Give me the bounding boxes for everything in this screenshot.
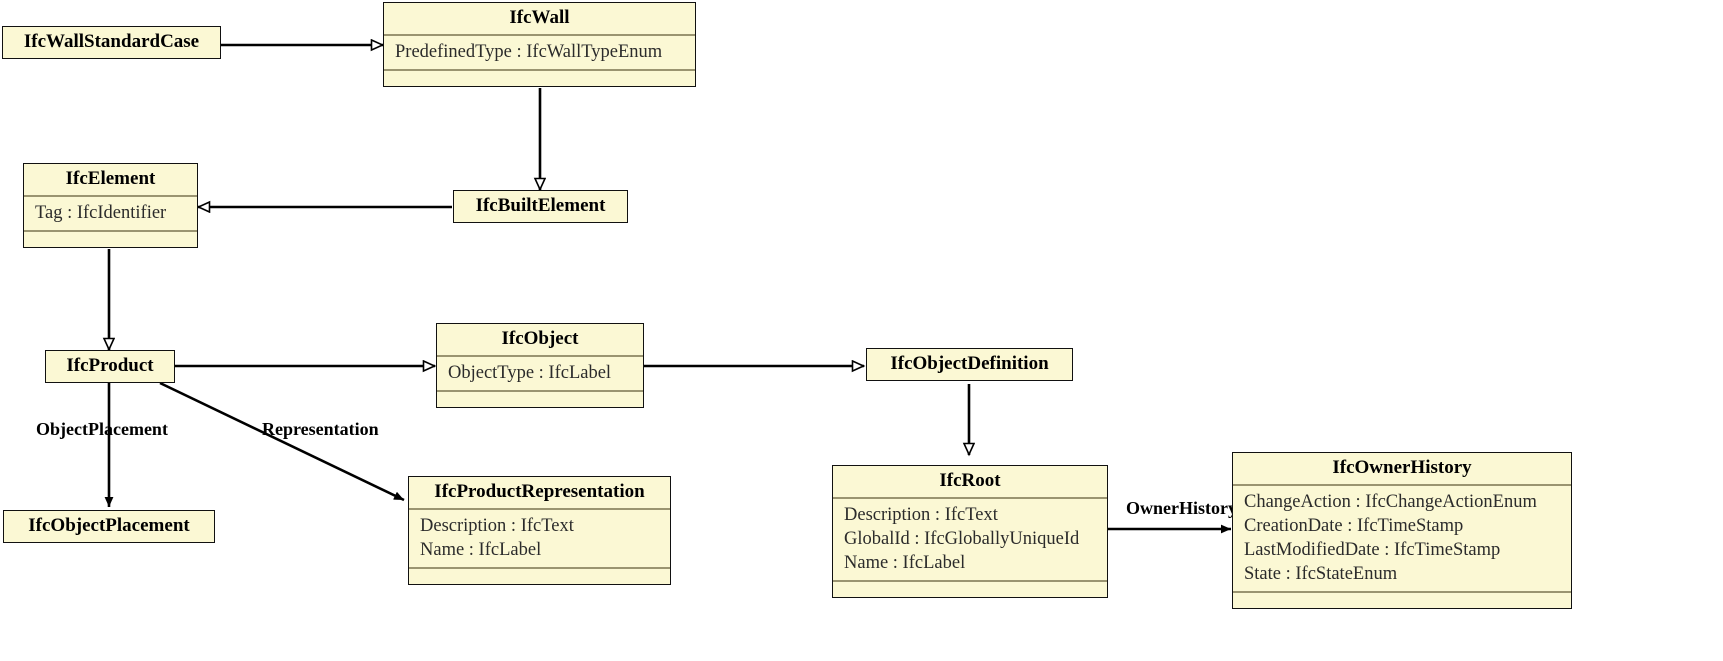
class-operations-ifcwall	[384, 68, 695, 86]
attribute-row: ObjectType : IfcLabel	[448, 362, 612, 383]
class-title-ifcobjectplacement: IfcObjectPlacement	[28, 515, 190, 536]
attribute-row: Name : IfcLabel	[420, 539, 542, 560]
class-title-ifcproduct: IfcProduct	[66, 355, 154, 376]
attribute-row: PredefinedType : IfcWallTypeEnum	[395, 41, 663, 62]
class-attributes-ifcelement: Tag : IfcIdentifier	[24, 194, 197, 230]
class-attributes-ifcwall: PredefinedType : IfcWallTypeEnum	[384, 33, 695, 69]
attribute-row: State : IfcStateEnum	[1244, 564, 1398, 585]
class-attributes-ifcroot: Description : IfcText GlobalId : IfcGlob…	[833, 496, 1107, 580]
class-title-ifcbuiltelement: IfcBuiltElement	[475, 195, 606, 216]
edge-product-to-productrepresentation	[159, 381, 405, 502]
class-box-ifcwallstandardcase[interactable]: IfcWallStandardCase	[2, 26, 221, 59]
class-box-ifcbuiltelement[interactable]: IfcBuiltElement	[453, 190, 628, 223]
edge-label-owner-history: OwnerHistory	[1126, 498, 1237, 518]
class-box-ifcobjectdefinition[interactable]: IfcObjectDefinition	[866, 348, 1073, 381]
class-operations-ifcelement	[24, 229, 197, 247]
class-operations-ifcownerhistory	[1233, 591, 1571, 608]
class-box-ifcobject[interactable]: IfcObject ObjectType : IfcLabel	[436, 323, 644, 408]
class-attributes-ifcproductrepresentation: Description : IfcText Name : IfcLabel	[409, 507, 670, 567]
class-title-ifcelement: IfcElement	[65, 168, 156, 189]
class-attributes-ifcownerhistory: ChangeAction : IfcChangeActionEnum Creat…	[1233, 483, 1571, 591]
edge-label-object-placement: ObjectPlacement	[36, 419, 168, 439]
attribute-row: Name : IfcLabel	[844, 553, 966, 574]
class-title-ifcproductrepresentation: IfcProductRepresentation	[434, 481, 645, 502]
class-box-ifcwall[interactable]: IfcWall PredefinedType : IfcWallTypeEnum	[383, 2, 696, 87]
class-operations-ifcroot	[833, 580, 1107, 597]
class-title-ifcwallstandardcase: IfcWallStandardCase	[23, 31, 200, 52]
attribute-row: GlobalId : IfcGloballyUniqueId	[844, 528, 1080, 549]
attribute-row: ChangeAction : IfcChangeActionEnum	[1244, 491, 1537, 512]
attribute-row: LastModifiedDate : IfcTimeStamp	[1244, 540, 1501, 561]
class-box-ifcownerhistory[interactable]: IfcOwnerHistory ChangeAction : IfcChange…	[1232, 452, 1572, 610]
class-title-ifcobject: IfcObject	[501, 328, 579, 349]
attribute-row: Description : IfcText	[420, 515, 574, 536]
attribute-row: Tag : IfcIdentifier	[35, 202, 167, 223]
class-title-ifcownerhistory: IfcOwnerHistory	[1332, 457, 1472, 478]
class-box-ifcroot[interactable]: IfcRoot Description : IfcText GlobalId :…	[832, 465, 1108, 599]
attribute-row: Description : IfcText	[844, 504, 998, 525]
class-title-ifcroot: IfcRoot	[939, 470, 1001, 491]
class-box-ifcproductrepresentation[interactable]: IfcProductRepresentation Description : I…	[408, 476, 671, 586]
class-box-ifcobjectplacement[interactable]: IfcObjectPlacement	[3, 510, 215, 543]
class-title-ifcobjectdefinition: IfcObjectDefinition	[890, 353, 1049, 374]
class-operations-ifcproductrepresentation	[409, 567, 670, 584]
class-operations-ifcobject	[437, 389, 643, 407]
edge-label-representation: Representation	[262, 419, 379, 439]
class-box-ifcproduct[interactable]: IfcProduct	[45, 350, 175, 383]
class-title-ifcwall: IfcWall	[509, 7, 570, 28]
class-box-ifcelement[interactable]: IfcElement Tag : IfcIdentifier	[23, 163, 198, 248]
attribute-row: CreationDate : IfcTimeStamp	[1244, 515, 1464, 536]
class-attributes-ifcobject: ObjectType : IfcLabel	[437, 354, 643, 390]
